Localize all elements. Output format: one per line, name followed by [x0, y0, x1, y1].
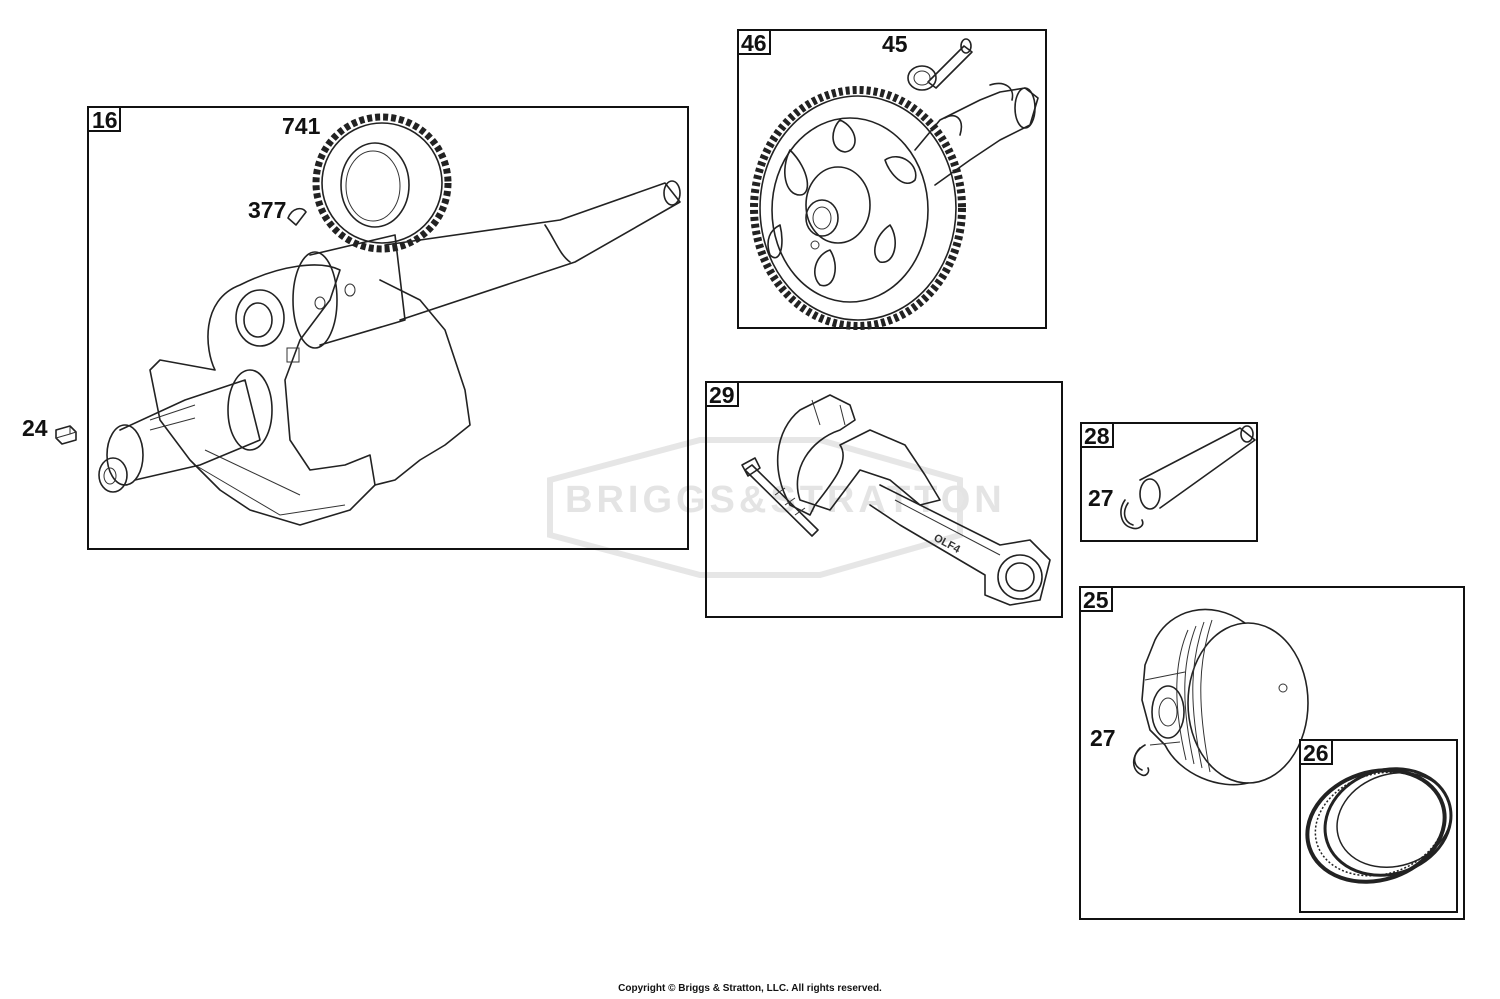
connecting-rod-box-label: 29 — [709, 382, 735, 408]
copyright-footer: Copyright © Briggs & Stratton, LLC. All … — [618, 983, 882, 994]
callout-24[interactable]: 24 — [22, 415, 48, 441]
connecting-rod-box-tag — [705, 381, 739, 407]
piston-pin-drawing — [1120, 425, 1256, 530]
callout-741[interactable]: 741 — [282, 113, 321, 139]
piston-box-label: 25 — [1083, 587, 1109, 613]
piston-pin-frame — [1080, 422, 1258, 542]
crankshaft-box-tag — [87, 106, 121, 132]
piston-rings-box-tag — [1299, 739, 1333, 765]
connecting-rod-drawing: OLF4 — [741, 394, 1051, 606]
camshaft-box-tag — [737, 29, 771, 55]
piston-drawing — [1132, 608, 1309, 786]
piston-pin-group[interactable]: 28 — [1080, 422, 1258, 542]
piston-box-tag — [1079, 586, 1113, 612]
camshaft-group[interactable]: 46 — [737, 29, 1047, 330]
callout-27-pin[interactable]: 27 — [1088, 485, 1114, 511]
camshaft-box-label: 46 — [741, 30, 767, 56]
crankshaft-frame — [87, 106, 689, 550]
piston-rings-drawing — [1305, 767, 1453, 884]
crank-gear-741 — [312, 113, 452, 253]
key-24 — [55, 425, 77, 445]
piston-rings-box-label: 26 — [1303, 740, 1329, 766]
crankshaft-drawing — [98, 180, 681, 526]
piston-rings-frame — [1299, 739, 1458, 913]
callout-27-piston[interactable]: 27 — [1090, 725, 1116, 751]
connecting-rod-frame — [705, 381, 1063, 618]
piston-pin-box-label: 28 — [1084, 423, 1110, 449]
piston-group[interactable]: 25 — [1079, 586, 1465, 920]
crankshaft-box-label: 16 — [92, 107, 118, 133]
crankshaft-group[interactable]: 16 — [55, 106, 689, 550]
connecting-rod-group[interactable]: 29 OLF4 — [705, 381, 1063, 618]
callout-45[interactable]: 45 — [882, 31, 908, 57]
camshaft-frame — [737, 29, 1047, 329]
piston-frame — [1079, 586, 1465, 920]
callout-377[interactable]: 377 — [248, 197, 286, 223]
piston-pin-box-tag — [1080, 422, 1114, 448]
key-377 — [287, 207, 307, 226]
piston-rings-group[interactable]: 26 — [1293, 739, 1465, 913]
watermark-text: BRIGGS&STRATTON — [565, 479, 1006, 521]
camshaft-drawing — [750, 38, 1039, 330]
